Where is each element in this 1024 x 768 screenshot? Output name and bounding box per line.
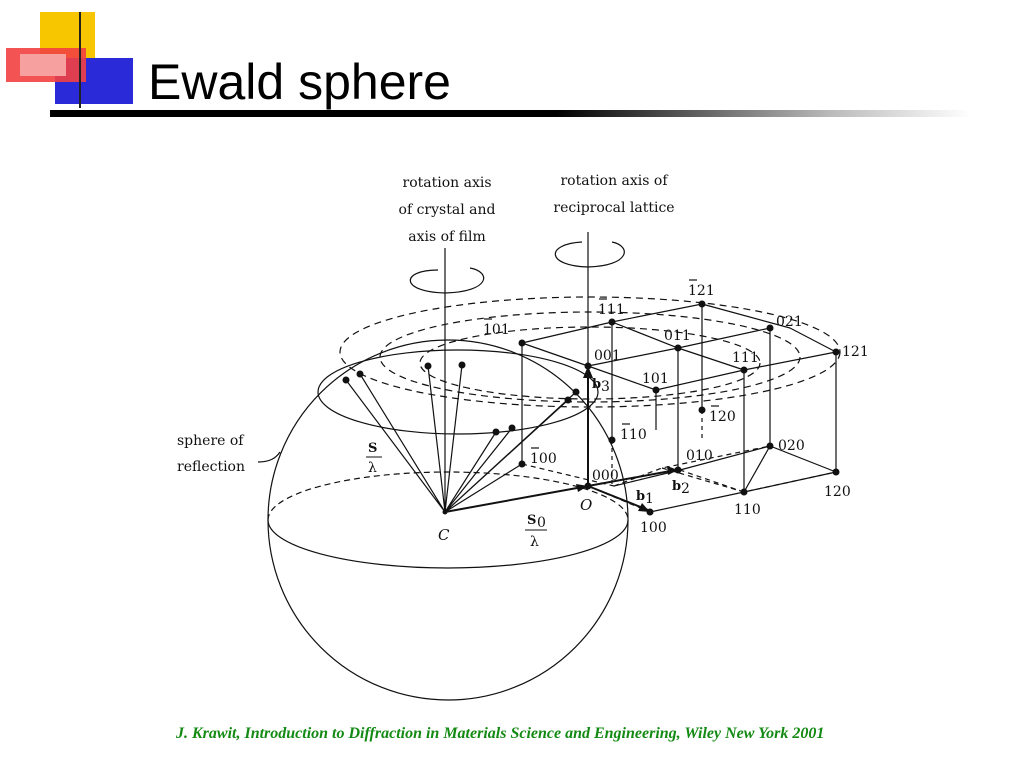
index-100: 100 <box>640 520 667 536</box>
index-000: 000 <box>592 468 619 484</box>
point-101bar <box>518 339 526 347</box>
index-111: 111 <box>732 350 759 366</box>
point-110bar <box>608 436 616 444</box>
diffracted-vectors <box>345 364 577 513</box>
title-underline <box>50 110 970 117</box>
lattice-verticals <box>521 304 837 492</box>
label-b1-sub: 1 <box>645 491 654 507</box>
incident-vector <box>444 485 589 513</box>
label-S0: S <box>527 513 536 528</box>
index-120: 120 <box>824 484 851 500</box>
label-b3: b <box>592 377 601 392</box>
label-lambda0: λ <box>530 534 539 550</box>
point-C <box>442 509 448 515</box>
slide-logo <box>6 12 133 108</box>
sphere-point-5 <box>492 428 500 436</box>
logo-red-fade <box>20 54 66 76</box>
index-111bar: 111 <box>598 302 625 318</box>
crystal-axis-label-3: axis of film <box>408 229 486 245</box>
point-120 <box>832 468 840 476</box>
label-S: S <box>368 441 377 456</box>
point-120bar <box>698 406 706 414</box>
sphere-point-7 <box>564 396 572 404</box>
sphere-label-1: sphere of <box>177 433 245 449</box>
index-110bar: 110 <box>620 427 647 443</box>
sphere-cap-circle <box>317 349 599 435</box>
slide-title: Ewald sphere <box>148 54 451 110</box>
point-100 <box>646 508 654 516</box>
arrowhead-b3 <box>583 366 593 378</box>
arrowhead-b2 <box>667 466 678 475</box>
point-110 <box>740 488 748 496</box>
label-C: C <box>438 526 450 544</box>
lattice-hidden-verticals <box>611 410 703 486</box>
sphere-point-4 <box>458 361 466 369</box>
point-121bar <box>698 300 706 308</box>
index-101bar: 101 <box>483 322 510 338</box>
index-020: 020 <box>778 438 805 454</box>
label-b3-sub: 3 <box>601 379 610 395</box>
point-011 <box>674 344 682 352</box>
reciprocal-rotation-arrow <box>554 241 625 268</box>
sphere-equator-back <box>267 471 629 521</box>
label-O: O <box>580 496 592 514</box>
index-021: 021 <box>776 314 803 330</box>
point-000 <box>584 482 592 490</box>
label-b2: b <box>672 479 681 494</box>
arrowhead-b1 <box>638 503 650 512</box>
crystal-rotation-arrow <box>409 267 485 294</box>
layer-circle-middle <box>379 311 801 403</box>
point-100bar <box>518 460 526 468</box>
label-S0-sub: 0 <box>537 515 546 531</box>
crystal-axis-label-2: of crystal and <box>399 202 496 218</box>
point-111bar <box>608 318 616 326</box>
label-b2-sub: 2 <box>681 481 690 497</box>
point-111 <box>740 366 748 374</box>
sphere-point-2 <box>356 370 364 378</box>
index-101: 101 <box>642 371 669 387</box>
layer-circle-outer <box>339 296 841 408</box>
index-001: 001 <box>594 348 621 364</box>
sphere-label-leader <box>257 451 281 463</box>
sphere-point-6 <box>508 424 516 432</box>
index-110: 110 <box>734 502 761 518</box>
index-100bar: 100 <box>530 451 557 467</box>
point-001 <box>584 362 592 370</box>
label-lambda: λ <box>368 460 377 476</box>
point-101 <box>652 386 660 394</box>
point-020 <box>766 442 774 450</box>
point-021 <box>766 324 774 332</box>
sphere-label-2: reflection <box>177 459 245 475</box>
index-121bar: 121 <box>688 283 715 299</box>
layer-circle-inner <box>419 326 761 400</box>
point-121 <box>832 348 840 356</box>
index-120bar: 120 <box>709 409 736 425</box>
b2-vector <box>587 469 677 487</box>
sphere-equator-front <box>267 519 629 569</box>
sphere-point-3 <box>424 362 432 370</box>
index-011: 011 <box>664 328 691 344</box>
recip-axis-label-1: rotation axis of <box>560 173 669 189</box>
b1-vector <box>587 485 649 511</box>
point-010 <box>674 466 682 474</box>
index-010: 010 <box>686 448 713 464</box>
recip-axis-label-2: reciprocal lattice <box>553 200 674 216</box>
index-121: 121 <box>842 344 869 360</box>
sphere-point-1 <box>342 376 350 384</box>
crystal-axis-label-1: rotation axis <box>403 175 492 191</box>
source-citation: J. Krawit, Introduction to Diffraction i… <box>176 725 825 742</box>
label-b1: b <box>636 489 645 504</box>
sphere-point-8 <box>572 388 580 396</box>
